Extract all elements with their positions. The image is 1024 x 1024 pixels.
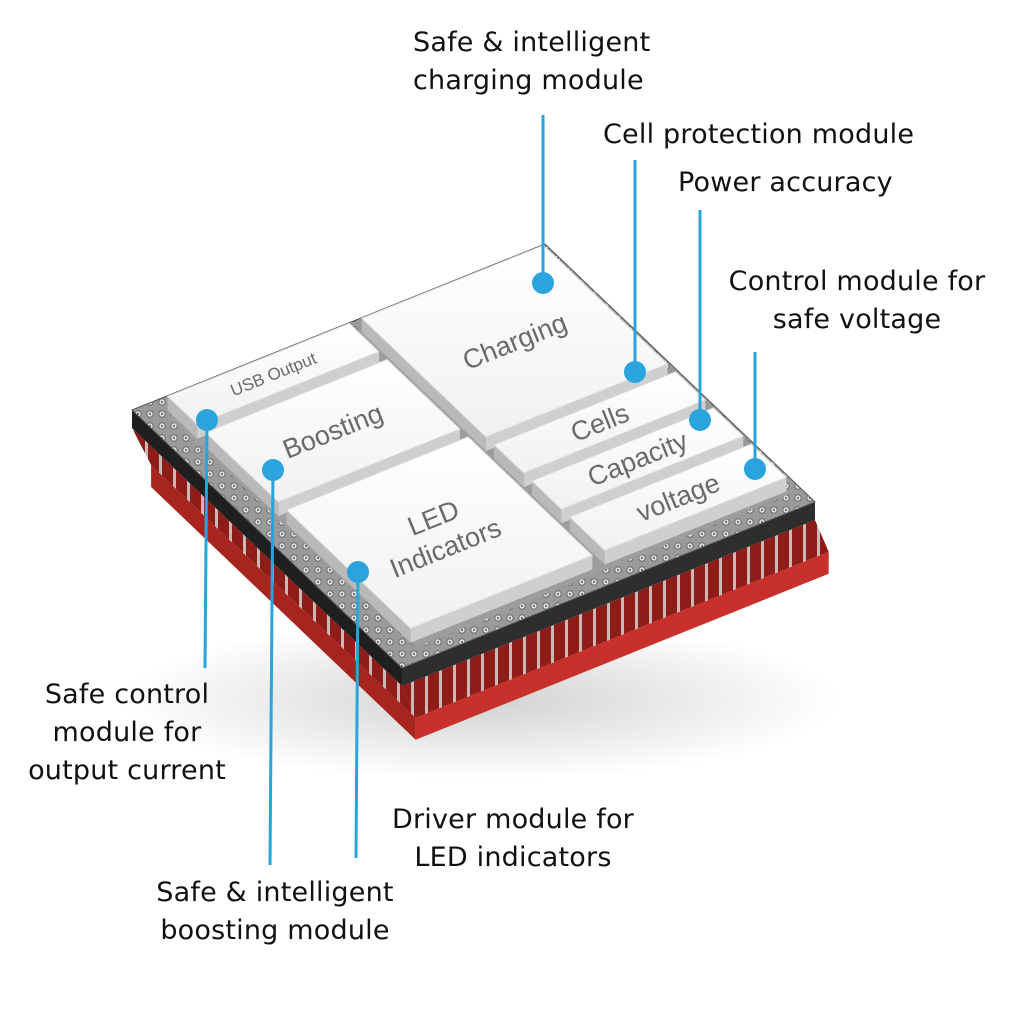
block-side <box>604 477 787 565</box>
red-pin-row-front <box>402 520 829 718</box>
callout-label-usb-output: Safe control module for output current <box>28 679 226 786</box>
callout-voltage <box>744 352 766 480</box>
callout-dot <box>262 459 284 481</box>
block-face <box>530 407 745 510</box>
block-face <box>166 322 380 426</box>
callout-capacity <box>689 210 711 431</box>
board-side-front <box>402 502 815 686</box>
block-face <box>568 443 788 552</box>
callout-label-charging: Safe & intelligent charging module <box>413 27 651 96</box>
callout-label-capacity: Power accuracy <box>678 167 893 198</box>
block-side <box>410 555 593 643</box>
red-base-left <box>151 465 416 740</box>
callout-line <box>203 419 209 669</box>
block-side <box>531 480 562 524</box>
block-face <box>493 371 707 474</box>
callout-dot <box>689 409 711 431</box>
callout-label-boosting: Safe & intelligent boosting module <box>156 877 394 946</box>
callout-line <box>268 469 275 866</box>
board-side-left <box>132 410 402 686</box>
block-side <box>569 517 605 565</box>
callout-lines <box>196 115 766 866</box>
block-side <box>361 318 486 451</box>
callout-dot <box>624 361 646 383</box>
callout-usb-output <box>196 409 218 669</box>
callout-label-led-indicators: Driver module for LED indicators <box>392 804 634 873</box>
callout-led-indicators <box>347 561 369 859</box>
block-side <box>167 396 198 439</box>
callout-dot <box>347 561 369 583</box>
callout-cells <box>624 160 646 383</box>
callout-boosting <box>262 459 284 866</box>
block-side <box>494 444 524 488</box>
red-base-front <box>415 551 829 740</box>
callout-label-voltage: Control module for safe voltage <box>728 266 986 335</box>
block-charging: Charging <box>360 244 669 451</box>
callout-dot <box>196 409 218 431</box>
block-voltage: voltage <box>568 443 788 565</box>
red-pin-row-left <box>132 428 416 718</box>
callout-label-cells: Cell protection module <box>603 119 915 150</box>
callout-dot <box>744 458 766 480</box>
callout-line <box>354 571 360 859</box>
block-face <box>360 244 669 438</box>
callout-dot <box>532 272 554 294</box>
callout-charging <box>532 115 554 294</box>
block-side <box>205 432 279 517</box>
